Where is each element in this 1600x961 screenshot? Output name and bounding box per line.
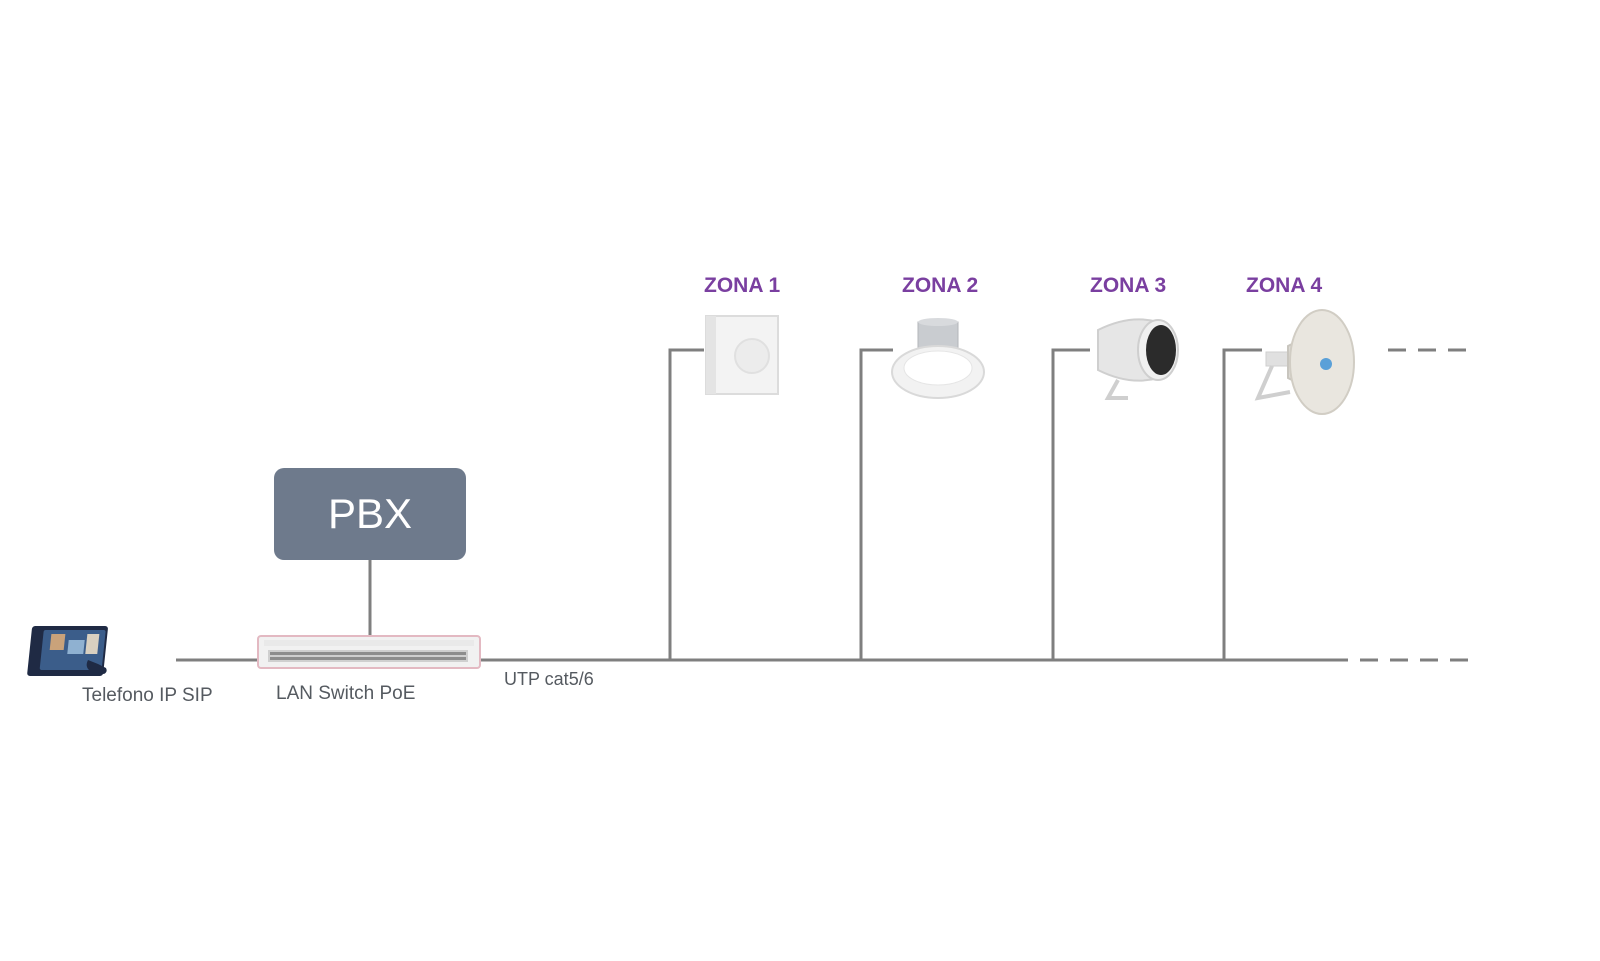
pbx-label: PBX [327, 490, 413, 537]
zone-2-title: ZONA 2 [902, 274, 979, 297]
phone-caption: Telefono IP SIP [82, 685, 213, 706]
network-switch-icon [257, 635, 481, 669]
ceiling-speaker-icon [891, 318, 985, 399]
zone-1-title: ZONA 1 [704, 274, 781, 297]
projector-speaker-icon [1097, 318, 1179, 400]
zone-3-title: ZONA 3 [1090, 274, 1167, 297]
zone-1-link-line [668, 348, 704, 660]
zone-4-title: ZONA 4 [1246, 274, 1323, 297]
zone-2-link-line [859, 348, 893, 660]
ip-phone-icon [27, 626, 108, 676]
wall-box-speaker-icon [705, 315, 779, 395]
horn-speaker-icon [1254, 309, 1355, 415]
zone-3-link-line [1051, 348, 1090, 660]
zone-4-link-line [1222, 348, 1262, 660]
pbx-box: PBX [274, 468, 466, 560]
cable-label: UTP cat5/6 [504, 669, 594, 689]
switch-caption: LAN Switch PoE [276, 683, 416, 704]
